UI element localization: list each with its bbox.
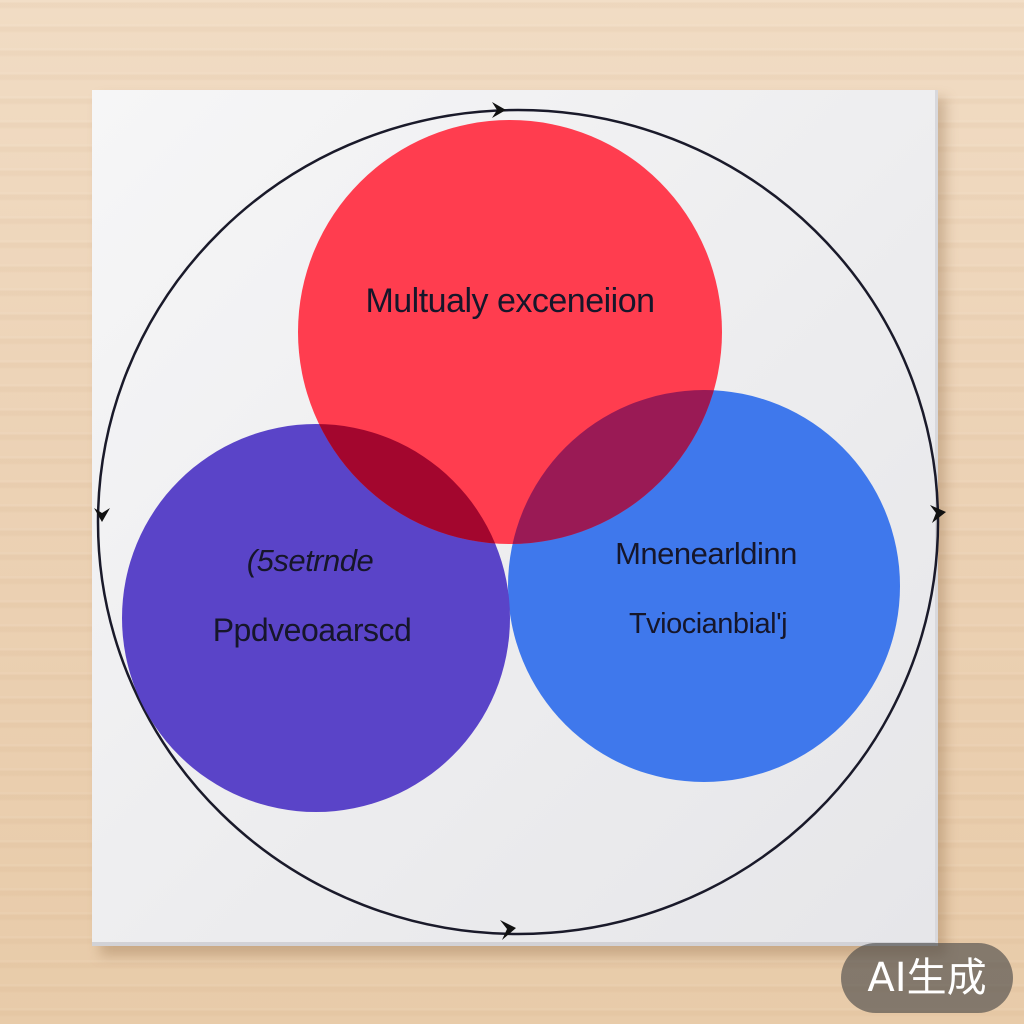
ai-generated-watermark: AI生成 [841, 943, 1013, 1013]
arrow-marker-left-icon [94, 508, 110, 522]
circle-top-label: Multualy exceneiion [365, 282, 655, 320]
circle-left-label-line-1: (5setrnde [246, 543, 374, 578]
arrow-marker-bottom-icon [500, 920, 516, 940]
arrow-marker-right-icon [930, 505, 946, 523]
overlap-top-right [508, 390, 722, 544]
circle-left [122, 424, 510, 812]
outer-cycle-ring [96, 108, 940, 936]
circle-right-label-line-2: Tviocianbial'j [628, 608, 788, 640]
circle-left-label-line-2: Ppdveoaarscd [212, 612, 412, 648]
circle-right-label-line-1: Mnenearldinn [615, 536, 797, 571]
arrow-marker-top-icon [492, 102, 506, 118]
